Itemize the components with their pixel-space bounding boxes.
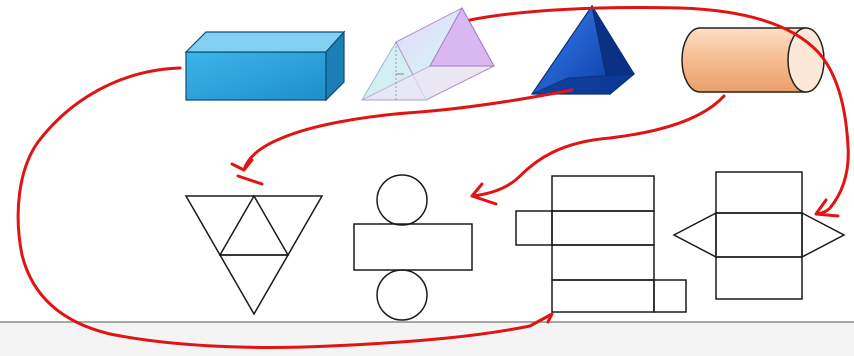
arrow-pyramid-to-net xyxy=(230,88,574,186)
triangular-pyramid-net xyxy=(184,194,324,316)
cylinder-net xyxy=(353,174,473,321)
cuboid-net xyxy=(515,175,687,313)
triangular-prism-solid xyxy=(361,6,495,101)
cuboid-solid xyxy=(184,30,346,102)
cylinder-solid xyxy=(681,27,825,93)
arrow-cuboid-to-net xyxy=(16,66,554,349)
arrow-prism-to-net xyxy=(468,6,850,218)
top-strip xyxy=(0,0,854,6)
triangular-prism-net xyxy=(672,171,846,300)
triangular-pyramid-solid xyxy=(530,4,636,96)
arrow-cylinder-to-net xyxy=(470,94,726,206)
